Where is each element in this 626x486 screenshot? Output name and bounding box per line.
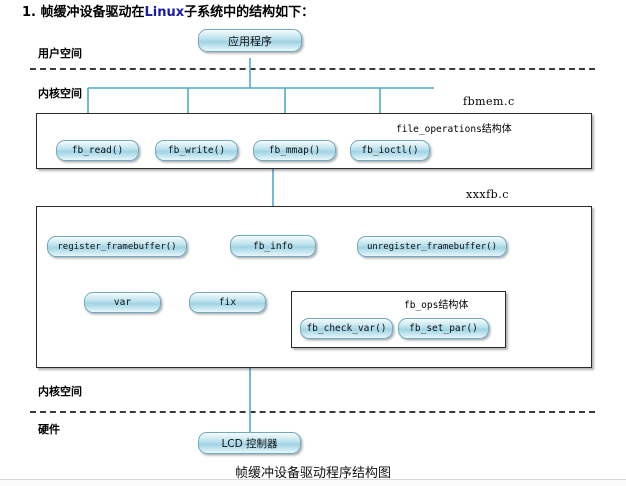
- node-fb-set-par-label: fb_set_par(): [409, 323, 478, 334]
- zone-label-user-space: 用户空间: [38, 47, 82, 60]
- figure-caption: 帧缓冲设备驱动程序结构图: [234, 466, 391, 481]
- zone-label-kernel-space-top: 内核空间: [38, 87, 82, 100]
- node-fb-check-var[interactable]: fb_check_var(): [300, 318, 393, 339]
- divider-kernel-hardware: [30, 411, 595, 413]
- node-fb-check-var-label: fb_check_var(): [306, 323, 387, 334]
- node-var[interactable]: var: [84, 292, 161, 313]
- node-fb-read-label: fb_read(): [71, 145, 124, 156]
- page-title: 1. 帧缓冲设备驱动在Linux子系统中的结构如下：: [22, 1, 314, 20]
- node-fix[interactable]: fix: [189, 292, 266, 313]
- node-var-label: var: [113, 297, 132, 308]
- node-lcd-controller-label: LCD 控制器: [221, 437, 278, 450]
- node-fb-info-label: fb_info: [252, 240, 294, 252]
- page-title-highlight: Linux: [144, 5, 185, 20]
- zone-label-kernel-space-bottom: 内核空间: [38, 385, 82, 398]
- node-fb-set-par[interactable]: fb_set_par(): [398, 318, 489, 339]
- node-lcd-controller[interactable]: LCD 控制器: [198, 432, 301, 454]
- page-title-suffix: 子系统中的结构如下：: [184, 5, 315, 20]
- fbops-code: fb_ops: [404, 300, 439, 311]
- node-application-program-label: 应用程序: [228, 34, 272, 48]
- node-fix-label: fix: [218, 297, 237, 308]
- node-register-framebuffer-label: register_framebuffer(): [57, 241, 177, 252]
- divider-user-kernel: [30, 68, 595, 70]
- file-operations-code: file_operations: [396, 124, 482, 135]
- page-title-prefix: 1. 帧缓冲设备驱动在: [22, 5, 145, 20]
- node-fb-mmap[interactable]: fb_mmap(): [253, 140, 336, 161]
- file-operations-cjk: 结构体: [481, 124, 512, 135]
- node-fb-read[interactable]: fb_read(): [56, 140, 139, 161]
- frame-title-xxxfb: xxxfb.c: [466, 188, 509, 201]
- frame-inner-title-fbops: fb_ops结构体: [404, 296, 468, 311]
- node-unregister-framebuffer-label: unregister_framebuffer(): [366, 241, 498, 252]
- node-fb-write-label: fb_write(): [167, 145, 226, 156]
- node-fb-info[interactable]: fb_info: [230, 235, 316, 257]
- frame-inner-title-file-operations: file_operations结构体: [396, 120, 512, 135]
- node-fb-write[interactable]: fb_write(): [155, 140, 238, 161]
- node-fb-mmap-label: fb_mmap(): [268, 145, 321, 156]
- node-unregister-framebuffer[interactable]: unregister_framebuffer(): [357, 236, 507, 257]
- node-application-program[interactable]: 应用程序: [198, 29, 302, 52]
- node-fb-ioctl-label: fb_ioctl(): [361, 145, 419, 156]
- fbops-cjk: 结构体: [438, 300, 469, 311]
- frame-title-fbmem: fbmem.c: [463, 95, 515, 108]
- zone-label-hardware: 硬件: [38, 423, 60, 436]
- node-fb-ioctl[interactable]: fb_ioctl(): [350, 140, 430, 161]
- node-register-framebuffer[interactable]: register_framebuffer(): [47, 236, 187, 257]
- page-bottom-edge: [0, 479, 626, 486]
